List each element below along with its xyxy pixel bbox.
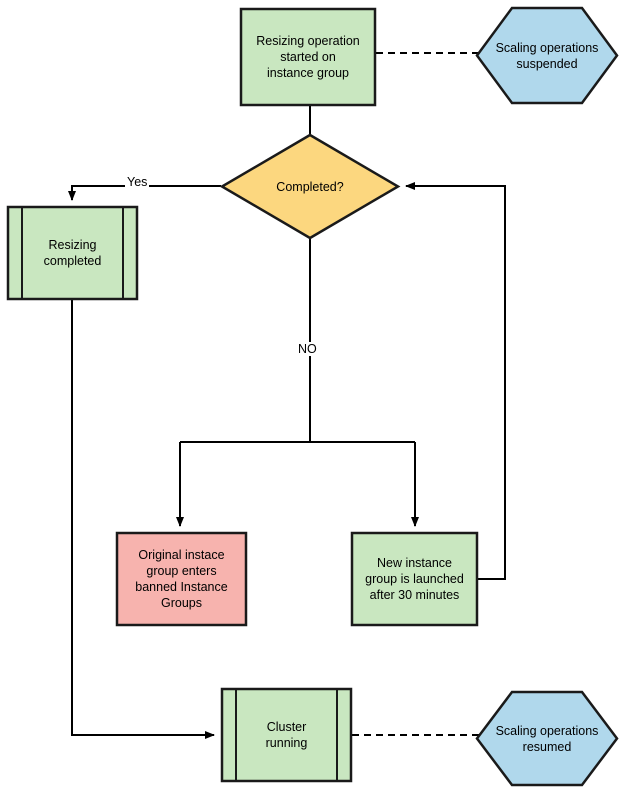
edge-label-yes: Yes [125, 175, 150, 189]
node-resizing-completed[interactable] [6, 205, 139, 301]
node-completed-decision[interactable] [219, 133, 401, 240]
edge-label-no: NO [296, 342, 319, 356]
node-scaling-resumed[interactable] [475, 690, 619, 787]
edge-resizing-completed-to-cluster [71, 299, 215, 739]
node-scaling-suspended[interactable] [475, 6, 619, 105]
node-new-group-launched[interactable] [350, 531, 479, 627]
node-cluster-running[interactable] [220, 687, 353, 783]
node-original-group-banned[interactable] [115, 531, 248, 627]
edge-new-group-back-to-decision [405, 182, 506, 580]
edge-yes-to-resizing-completed [68, 185, 221, 201]
node-resizing-started[interactable] [239, 7, 377, 107]
